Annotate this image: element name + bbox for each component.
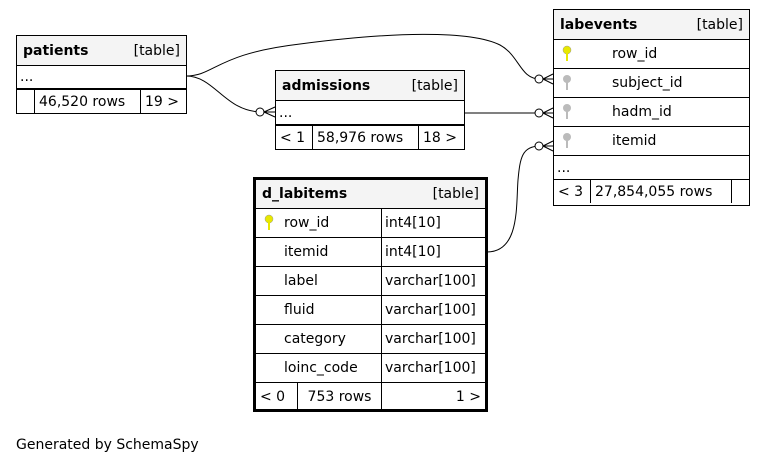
stats-row: < 3 27,854,055 rows (554, 180, 749, 203)
column-type: int4[10] (385, 215, 441, 231)
column-name: loinc_code (256, 354, 382, 382)
stats-left[interactable]: < 0 (256, 383, 298, 410)
column-type: varchar[100] (385, 302, 476, 318)
table-header: d_labitems [table] (256, 180, 485, 209)
stats-row: < 1 58,976 rows 18 > (276, 125, 464, 149)
stats-rows: 46,520 rows (35, 90, 141, 113)
ellipsis-text: ... (279, 104, 293, 121)
table-d-labitems[interactable]: d_labitems [table] row_id int4[10] itemi… (253, 177, 488, 412)
stats-rows: 27,854,055 rows (591, 180, 732, 203)
foreign-key-icon (560, 103, 574, 121)
stats-row: 46,520 rows 19 > (17, 89, 186, 113)
stats-row: < 0 753 rows 1 > (256, 383, 485, 410)
column-hadm-id[interactable]: hadm_id (554, 98, 749, 127)
column-row-id[interactable]: row_id (554, 40, 749, 69)
ellipsis-text: ... (557, 159, 571, 176)
edge-patients-admissions (185, 75, 263, 113)
column-name: hadm_id (612, 104, 672, 120)
column-itemid[interactable]: itemid (554, 127, 749, 156)
table-header: patients [table] (17, 36, 186, 66)
edge-dlabitems-labevents (486, 145, 541, 253)
table-patients[interactable]: patients [table] ... 46,520 rows 19 > (16, 35, 187, 114)
foreign-key-icon (560, 132, 574, 150)
ellipsis-text: ... (20, 69, 34, 85)
column-name: label (256, 267, 382, 295)
table-name: admissions (282, 77, 371, 94)
table-name: labevents (560, 16, 638, 33)
column-type: varchar[100] (385, 360, 476, 376)
column-name-cell: row_id (256, 209, 382, 237)
table-name: patients (23, 42, 89, 59)
column-name: itemid (256, 238, 382, 266)
table-admissions[interactable]: admissions [table] ... < 1 58,976 rows 1… (275, 70, 465, 150)
generated-by-footer: Generated by SchemaSpy (16, 437, 199, 453)
stats-rows: 753 rows (298, 383, 382, 410)
column-subject-id[interactable]: subject_id (554, 69, 749, 98)
stats-left (17, 90, 35, 113)
column-name: category (256, 325, 382, 353)
column-type: varchar[100] (385, 273, 476, 289)
ellipsis-row: ... (554, 156, 749, 180)
stats-right[interactable]: 19 > (145, 93, 179, 110)
table-name: d_labitems (262, 186, 348, 202)
table-header: admissions [table] (276, 71, 464, 101)
primary-key-icon (560, 45, 574, 63)
stats-left[interactable]: < 1 (276, 126, 313, 149)
stats-right[interactable]: 18 > (423, 129, 457, 146)
stats-right[interactable]: 1 > (455, 388, 481, 405)
crowfoot-labevents-itemid (534, 140, 554, 152)
edge-patients-labevents (185, 33, 541, 80)
stats-left[interactable]: < 3 (554, 180, 591, 203)
ellipsis-row: ... (276, 101, 464, 125)
column-name: fluid (256, 296, 382, 324)
column-name: row_id (284, 215, 330, 231)
column-row-id[interactable]: row_id int4[10] (256, 209, 485, 238)
column-itemid[interactable]: itemid int4[10] (256, 238, 485, 267)
column-name: subject_id (612, 75, 683, 91)
column-name: itemid (612, 133, 657, 149)
table-labevents[interactable]: labevents [table] row_id subject_id hadm… (553, 9, 750, 206)
column-label[interactable]: label varchar[100] (256, 267, 485, 296)
column-type: int4[10] (385, 244, 441, 260)
column-loinc-code[interactable]: loinc_code varchar[100] (256, 354, 485, 383)
column-fluid[interactable]: fluid varchar[100] (256, 296, 485, 325)
crowfoot-labevents-subject (534, 73, 554, 85)
table-kind: [table] (432, 186, 479, 202)
crowfoot-admissions (255, 106, 276, 118)
stats-right (732, 180, 749, 203)
table-header: labevents [table] (554, 10, 749, 40)
table-kind: [table] (696, 16, 743, 33)
table-kind: [table] (133, 42, 180, 59)
crowfoot-labevents-hadm (534, 107, 554, 119)
foreign-key-icon (560, 74, 574, 92)
stats-rows: 58,976 rows (313, 126, 419, 149)
ellipsis-row: ... (17, 66, 186, 89)
table-kind: [table] (411, 77, 458, 94)
column-category[interactable]: category varchar[100] (256, 325, 485, 354)
column-name: row_id (612, 46, 658, 62)
column-type: varchar[100] (385, 331, 476, 347)
primary-key-icon (262, 214, 276, 232)
